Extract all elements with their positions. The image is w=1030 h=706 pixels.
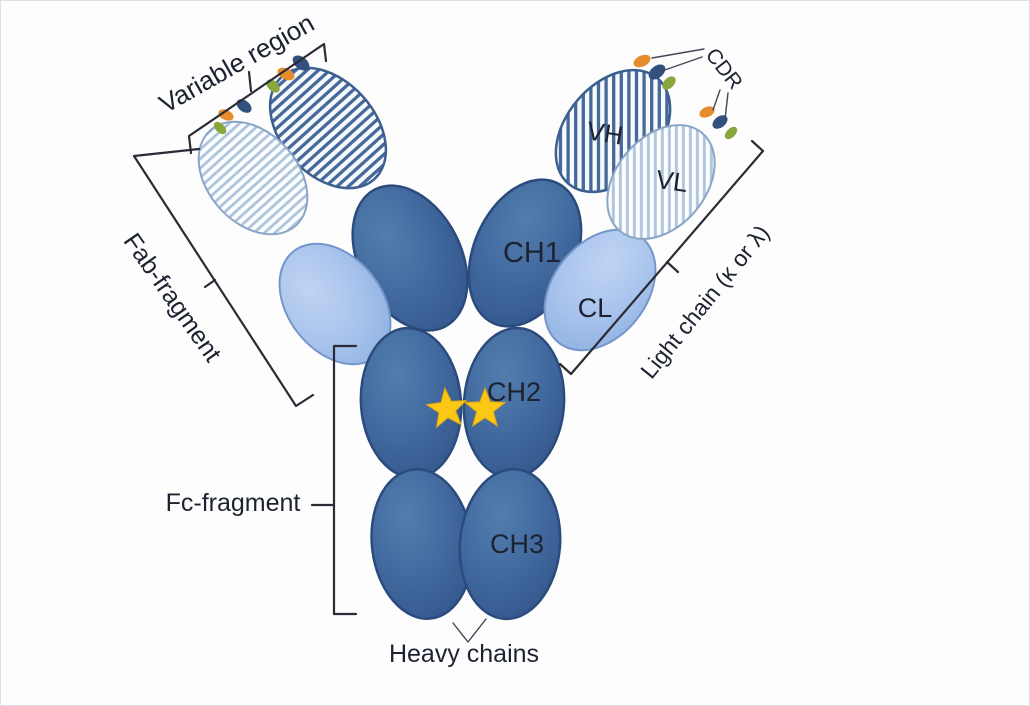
- cdr-loop-green: [213, 121, 227, 135]
- cdr-loops-left-vh: [266, 55, 310, 93]
- cdr-loop-green: [266, 79, 280, 93]
- heavy-chains-label: Heavy chains: [389, 640, 539, 668]
- domain-vl-right: [606, 124, 716, 240]
- domain-label-ch2: CH2: [487, 377, 541, 407]
- variable-region-bracket: [187, 42, 328, 155]
- fc-fragment-label: Fc-fragment: [166, 489, 301, 517]
- domain-label-vh: VH: [585, 115, 625, 150]
- domain-label-vl: VL: [654, 164, 690, 198]
- fc-fragment-bracket: [310, 344, 358, 616]
- fab-fragment-bracket: [132, 147, 315, 408]
- cdr-loop-orange: [699, 106, 715, 118]
- light-chain-bracket: [558, 139, 765, 376]
- domain-ch3-right: [458, 467, 562, 621]
- domain-label-ch1: CH1: [503, 237, 561, 269]
- fab-arm-left: [197, 55, 469, 366]
- fc-stem: [359, 326, 566, 621]
- cdr-loops-right-vh: [633, 54, 676, 90]
- cdr-loop-green: [724, 126, 738, 140]
- domain-label-cl: CL: [578, 293, 613, 323]
- cdr-loop-navy: [236, 99, 252, 113]
- cdr-pointer-lines: [651, 48, 729, 120]
- domain-label-ch3: CH3: [490, 529, 544, 559]
- star-icon: [425, 386, 468, 429]
- fab-arm-right: [467, 54, 738, 352]
- cdr-loops-right-vl: [699, 106, 738, 140]
- star-icon: [463, 386, 507, 428]
- cdr-loop-navy: [292, 55, 310, 71]
- cdr-loop-orange: [277, 67, 295, 81]
- cdr-loop-orange: [633, 54, 651, 68]
- cdr-loop-navy: [648, 64, 666, 80]
- cdr-loop-navy: [712, 115, 728, 129]
- cdr-loops-left-vl: [213, 99, 252, 135]
- heavy-chains-pointer: [452, 618, 487, 643]
- glycosylation-stars: [425, 386, 507, 429]
- cdr-loop-green: [662, 76, 676, 90]
- domain-vl-left: [197, 120, 309, 236]
